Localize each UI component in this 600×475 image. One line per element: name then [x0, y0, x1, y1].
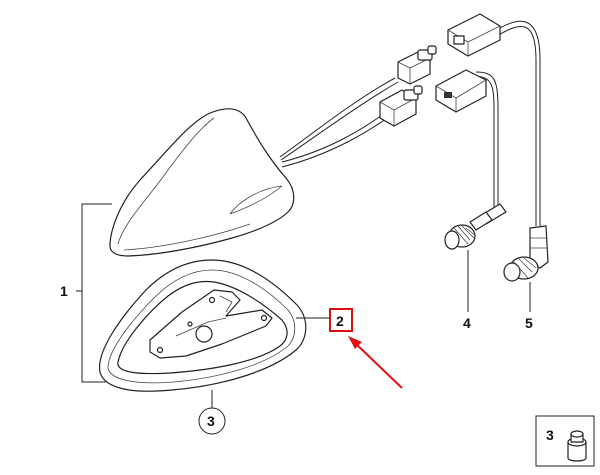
inset-callout-3-label: 3 [546, 427, 554, 443]
coax-plug-upper [397, 45, 437, 85]
connector-white-top [447, 13, 501, 57]
callout-3-circle [198, 407, 226, 435]
callout-5-label: 5 [525, 315, 533, 331]
callout-3-label: 3 [207, 413, 215, 429]
highlight-arrow [348, 336, 403, 389]
callout-4-label: 4 [463, 315, 471, 331]
connector-dark-mid [435, 69, 487, 113]
antenna-cables [279, 20, 541, 226]
callout-2-highlight-box [329, 308, 353, 332]
shark-fin-antenna [109, 108, 295, 257]
coax-connector-5 [503, 225, 549, 282]
callout-1-label: 1 [60, 283, 68, 299]
coax-connector-4 [444, 203, 507, 250]
leader-lines [76, 203, 531, 408]
inset-part-3: 3 [535, 415, 595, 467]
coax-plug-lower [379, 85, 423, 127]
antenna-base-gasket [98, 259, 307, 392]
nut-icon [567, 441, 587, 462]
callout-2-label: 2 [336, 313, 344, 329]
